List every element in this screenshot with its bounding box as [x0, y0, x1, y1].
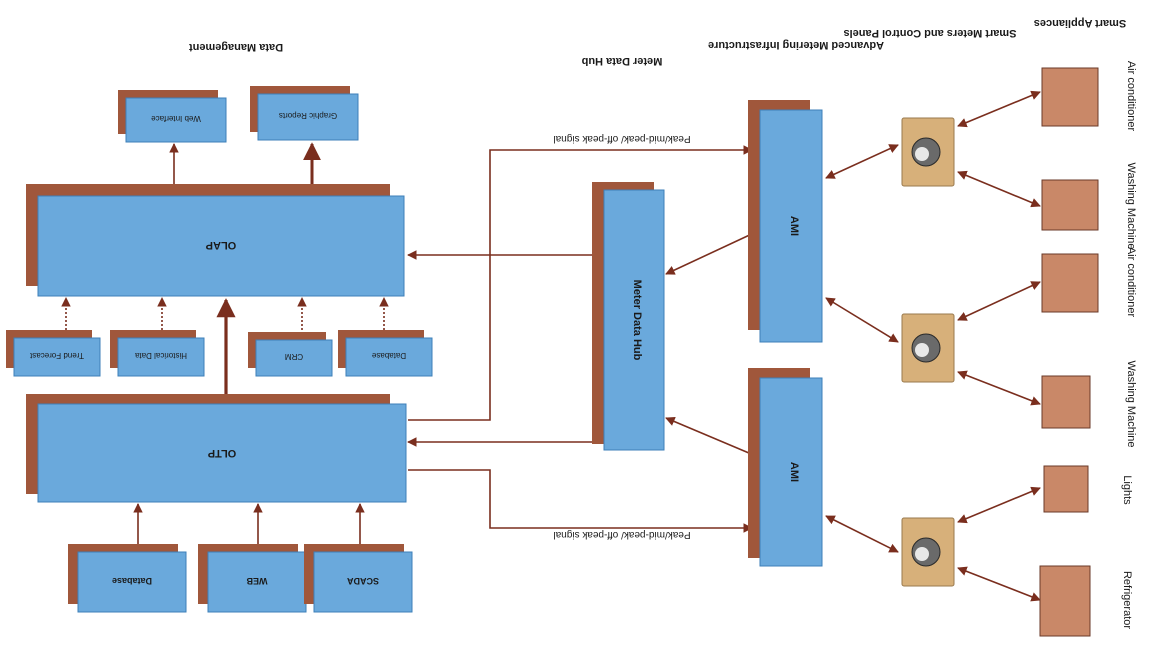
refrigerator-icon — [1040, 566, 1090, 636]
smart-meters — [902, 118, 954, 586]
scada-source-label: SCADA — [347, 576, 380, 586]
link-appliance-meter — [958, 568, 1040, 600]
link-appliance-meter — [958, 282, 1040, 320]
historical-data-label: Historical Data — [134, 351, 187, 360]
signal-loop-bottom — [408, 470, 752, 528]
web-interface-label: Web Interface — [151, 114, 201, 123]
appliance-label: Air conditioner — [1125, 61, 1137, 132]
oltp-sources: Database WEB SCADA — [68, 544, 412, 612]
link-ami-hub — [666, 232, 756, 274]
heading-ami: Advanced Metering Infrastructure — [708, 39, 884, 51]
link-meter-ami — [826, 145, 898, 178]
olap-inputs: Trend Forecast Historical Data CRM Datab… — [6, 330, 432, 376]
connector-lines — [66, 92, 1040, 600]
lights-icon — [1044, 466, 1088, 512]
olap-outputs: Web Interface Graphic Reports — [118, 86, 358, 142]
air-conditioner-icon — [1042, 254, 1098, 312]
appliance-label: Washing Machine — [1125, 162, 1137, 249]
heading-smart-appliances: Smart Appliances — [1034, 17, 1127, 29]
washing-machine-icon — [1042, 376, 1090, 428]
air-conditioner-icon — [1042, 68, 1098, 126]
ami-label-top: AMI — [788, 216, 800, 236]
olap-label: OLAP — [206, 239, 237, 251]
link-appliance-meter — [958, 372, 1040, 404]
signal-loop-top — [408, 150, 752, 420]
database-source-label: Database — [112, 576, 152, 586]
link-meter-ami — [826, 516, 898, 552]
link-appliance-meter — [958, 488, 1040, 522]
database-input-label: Database — [371, 351, 406, 360]
appliance-label: Washing Machine — [1125, 360, 1137, 447]
smart-meter-icon — [902, 118, 954, 186]
heading-meter-data-hub: Meter Data Hub — [581, 55, 662, 67]
appliance-label: Air conditioner — [1125, 247, 1137, 318]
meter-data-hub-label: Meter Data Hub — [631, 280, 643, 361]
washing-machine-icon — [1042, 180, 1098, 230]
smart-appliances: Air conditioner Washing Machine Air cond… — [1040, 61, 1137, 636]
crm-label: CRM — [285, 352, 304, 361]
heading-data-management: Data Management — [189, 41, 283, 53]
signal-label-top: Peak/mid-peak/ off-peak signal — [553, 133, 690, 144]
oltp-label: OLTP — [208, 447, 237, 459]
appliance-label: Refrigerator — [1121, 571, 1133, 629]
link-appliance-meter — [958, 92, 1040, 126]
ami-label-bottom: AMI — [788, 462, 800, 482]
link-appliance-meter — [958, 172, 1040, 206]
smart-meter-icon — [902, 314, 954, 382]
web-source-label: WEB — [246, 576, 267, 586]
graphic-reports-label: Graphic Reports — [279, 111, 337, 120]
appliance-label: Lights — [1121, 475, 1133, 505]
link-meter-ami — [826, 298, 898, 342]
signal-label-bottom: Peak/mid-peak/ off-peak signal — [553, 529, 690, 540]
smart-meter-icon — [902, 518, 954, 586]
heading-smart-meters: Smart Meters and Control Panels — [844, 27, 1017, 39]
link-ami-hub — [666, 418, 756, 456]
trend-forecast-label: Trend Forecast — [29, 351, 84, 360]
